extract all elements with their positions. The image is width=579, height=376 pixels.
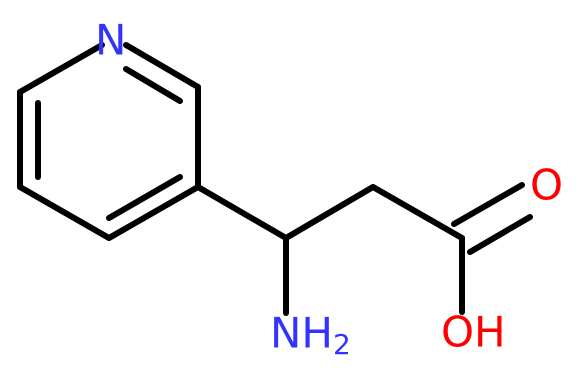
side-chain (195, 182, 533, 316)
bond-ch2-to-carboxyl (370, 184, 465, 241)
bond-n-c6-inner (123, 66, 183, 104)
bond-c4-c5-inner (106, 174, 183, 221)
bond-n-c2 (17, 42, 105, 95)
bond-carbonyl-outer (451, 182, 525, 227)
atom-n-pyridine: N (95, 16, 126, 65)
atom-labels: N O OH NH2 (95, 16, 563, 362)
bond-c4-c5-outer (106, 184, 201, 241)
atom-oh-hydroxyl: OH (441, 308, 506, 357)
bond-carbonyl-inner (467, 214, 533, 255)
atom-o-carbonyl: O (530, 161, 563, 210)
bond-chiral-to-ch2 (283, 184, 376, 241)
pyridine-ring (17, 42, 201, 241)
atom-nh2-amine: NH2 (270, 309, 351, 362)
bond-ring-to-chiral (195, 184, 289, 241)
bond-n-c6-outer (123, 42, 201, 90)
bond-c3-c4 (17, 184, 112, 241)
atom-nh-main: NH (270, 309, 333, 358)
atom-nh-subscript: 2 (333, 328, 351, 361)
